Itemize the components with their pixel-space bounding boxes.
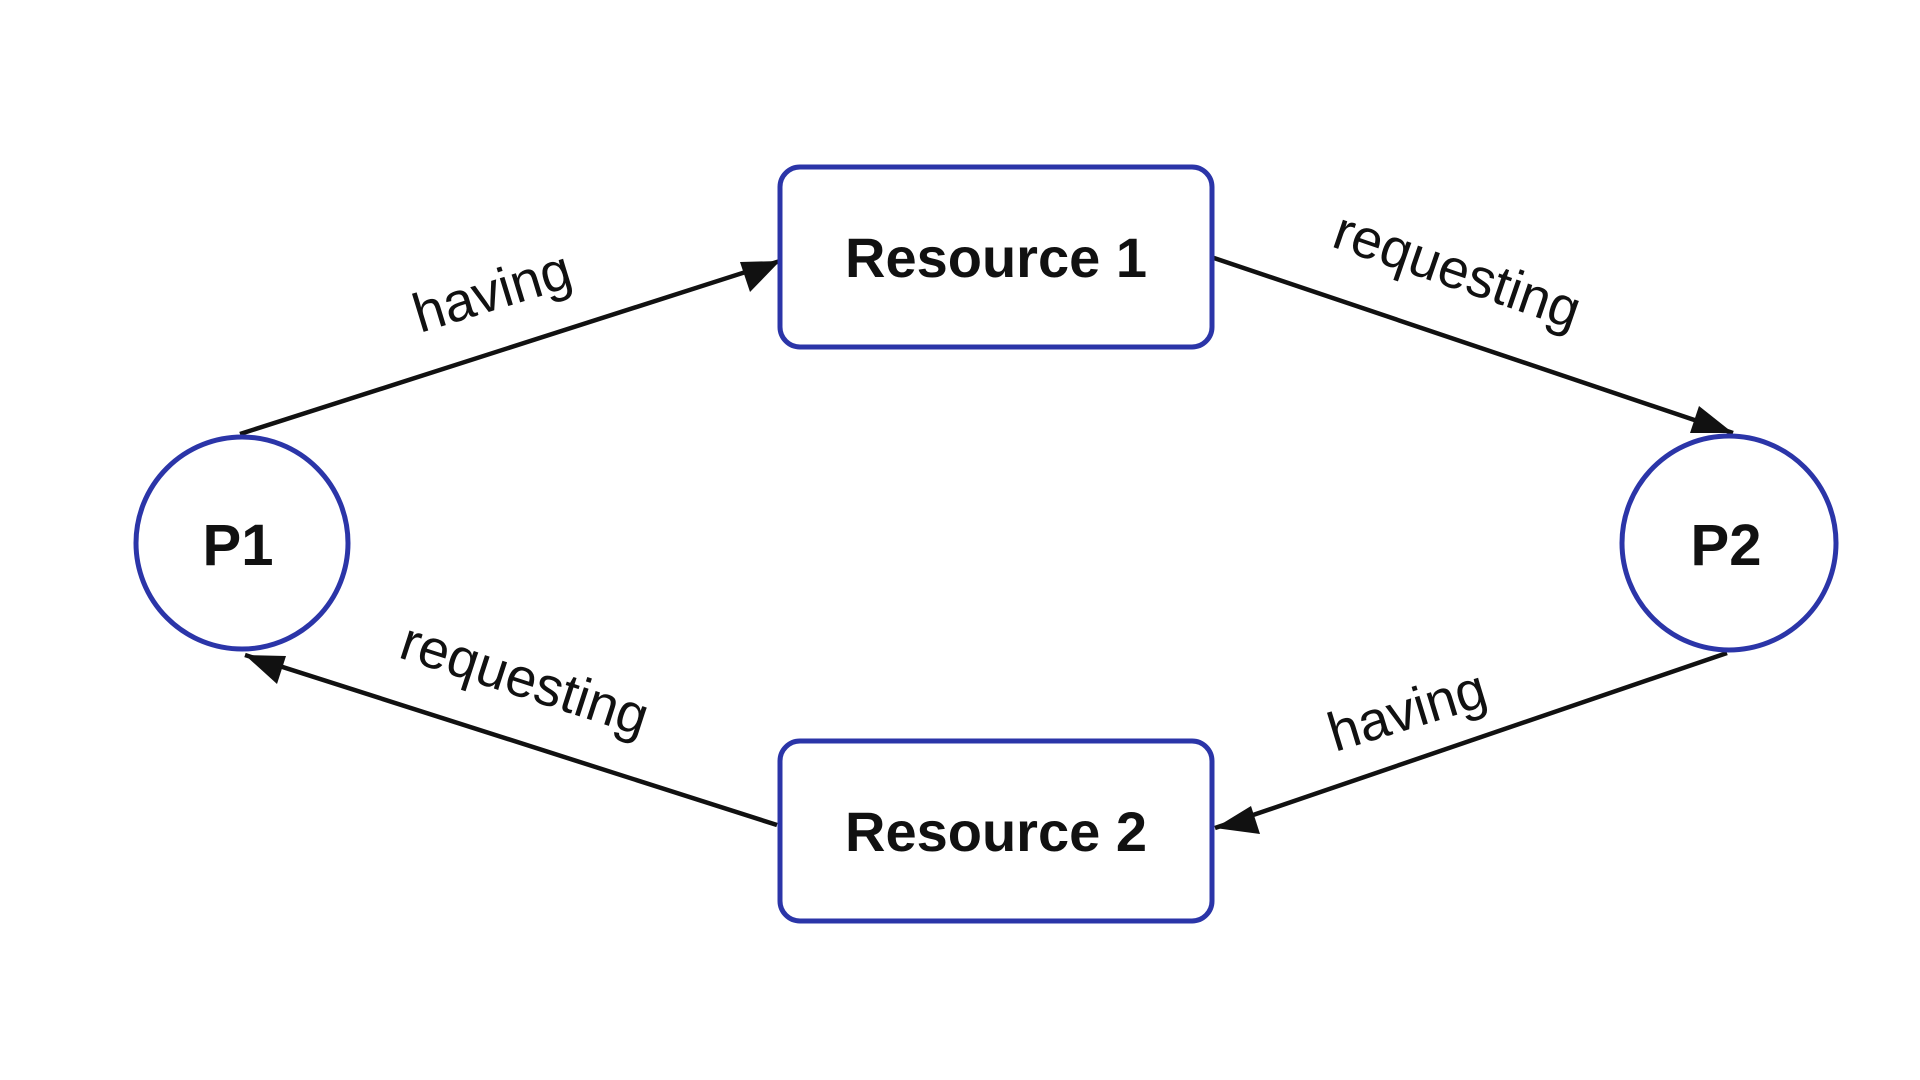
edge-resource1-to-p2 [1210, 254, 1734, 436]
edge-p2-to-resource2 [1214, 650, 1728, 831]
resource1-label: Resource 1 [845, 226, 1147, 289]
edge-label-p2-having: having [1320, 657, 1493, 764]
p2-circle [1619, 433, 1839, 653]
edge-resource2-to-p1 [244, 652, 778, 828]
edge-p1-to-resource1 [239, 258, 781, 437]
p1-circle [133, 434, 351, 652]
resource2-label: Resource 2 [845, 800, 1147, 863]
p1-label: P1 [203, 513, 274, 578]
edge-label-resource2-requesting: requesting [393, 609, 656, 747]
arrowhead-resource1 [740, 261, 780, 292]
p2-label: P2 [1691, 513, 1762, 578]
arrowhead-p1-bottom [245, 655, 286, 684]
resource2-box [777, 738, 1215, 924]
edge-label-p1-having: having [405, 238, 578, 345]
edge-label-resource1-requesting: requesting [1326, 199, 1589, 341]
arrowhead-resource2 [1215, 806, 1260, 834]
arrowhead-p2-top [1690, 406, 1733, 433]
resource1-box [777, 164, 1215, 350]
